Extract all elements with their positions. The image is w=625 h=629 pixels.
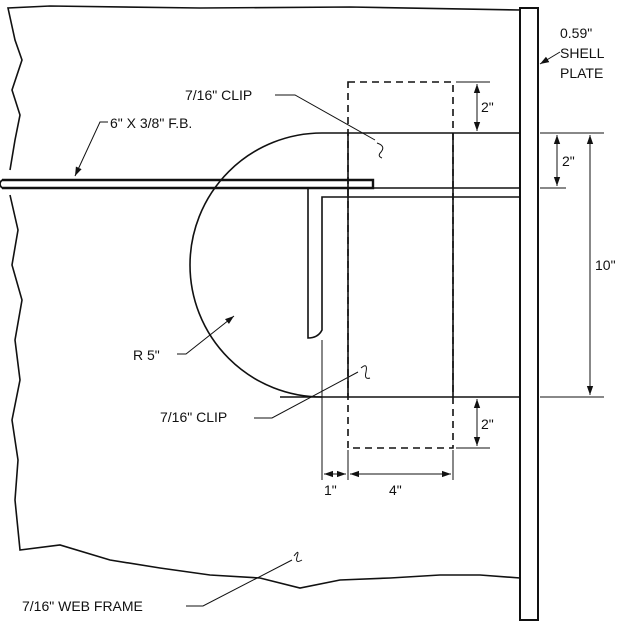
flat-bar-break [0, 179, 3, 189]
clip-bottom-leader [254, 371, 359, 419]
web-frame-outline [7, 5, 521, 589]
radius-leader [177, 315, 235, 355]
flat-bar-label: 6" X 3/8" F.B. [110, 115, 192, 131]
dim-gap-text: 1" [324, 482, 337, 498]
web-frame-weld-mark [293, 551, 303, 562]
shell-plate-label-1: 0.59" [560, 25, 592, 41]
clip-bottom-weld-mark [360, 365, 371, 379]
shell-plate-label-2: SHELL [560, 45, 605, 61]
dim-opening-top-text: 2" [562, 153, 575, 169]
shell-plate [519, 7, 539, 621]
radius-label: R 5" [133, 347, 160, 363]
web-frame-label: 7/16" WEB FRAME [22, 598, 143, 614]
flat-bar [2, 178, 375, 190]
dim-clip-width-text: 4" [389, 482, 402, 498]
clip-dashed-outline [347, 81, 454, 449]
clip-bottom-label: 7/16" CLIP [160, 409, 227, 425]
cutout-arc [189, 132, 323, 398]
web-frame-leader [186, 559, 293, 607]
dim-opening-height-text: 10" [595, 257, 616, 273]
dim-clip-top-text: 2" [481, 99, 494, 115]
dim-clip-bottom-text: 2" [481, 416, 494, 432]
clip-top-weld-mark [376, 142, 384, 159]
shell-plate-leader [539, 51, 561, 65]
flange-edge [307, 187, 520, 339]
flat-bar-leader [74, 121, 108, 177]
shell-plate-label-3: PLATE [560, 65, 603, 81]
clip-top-leader [275, 94, 376, 141]
clip-top-label: 7/16" CLIP [185, 87, 252, 103]
